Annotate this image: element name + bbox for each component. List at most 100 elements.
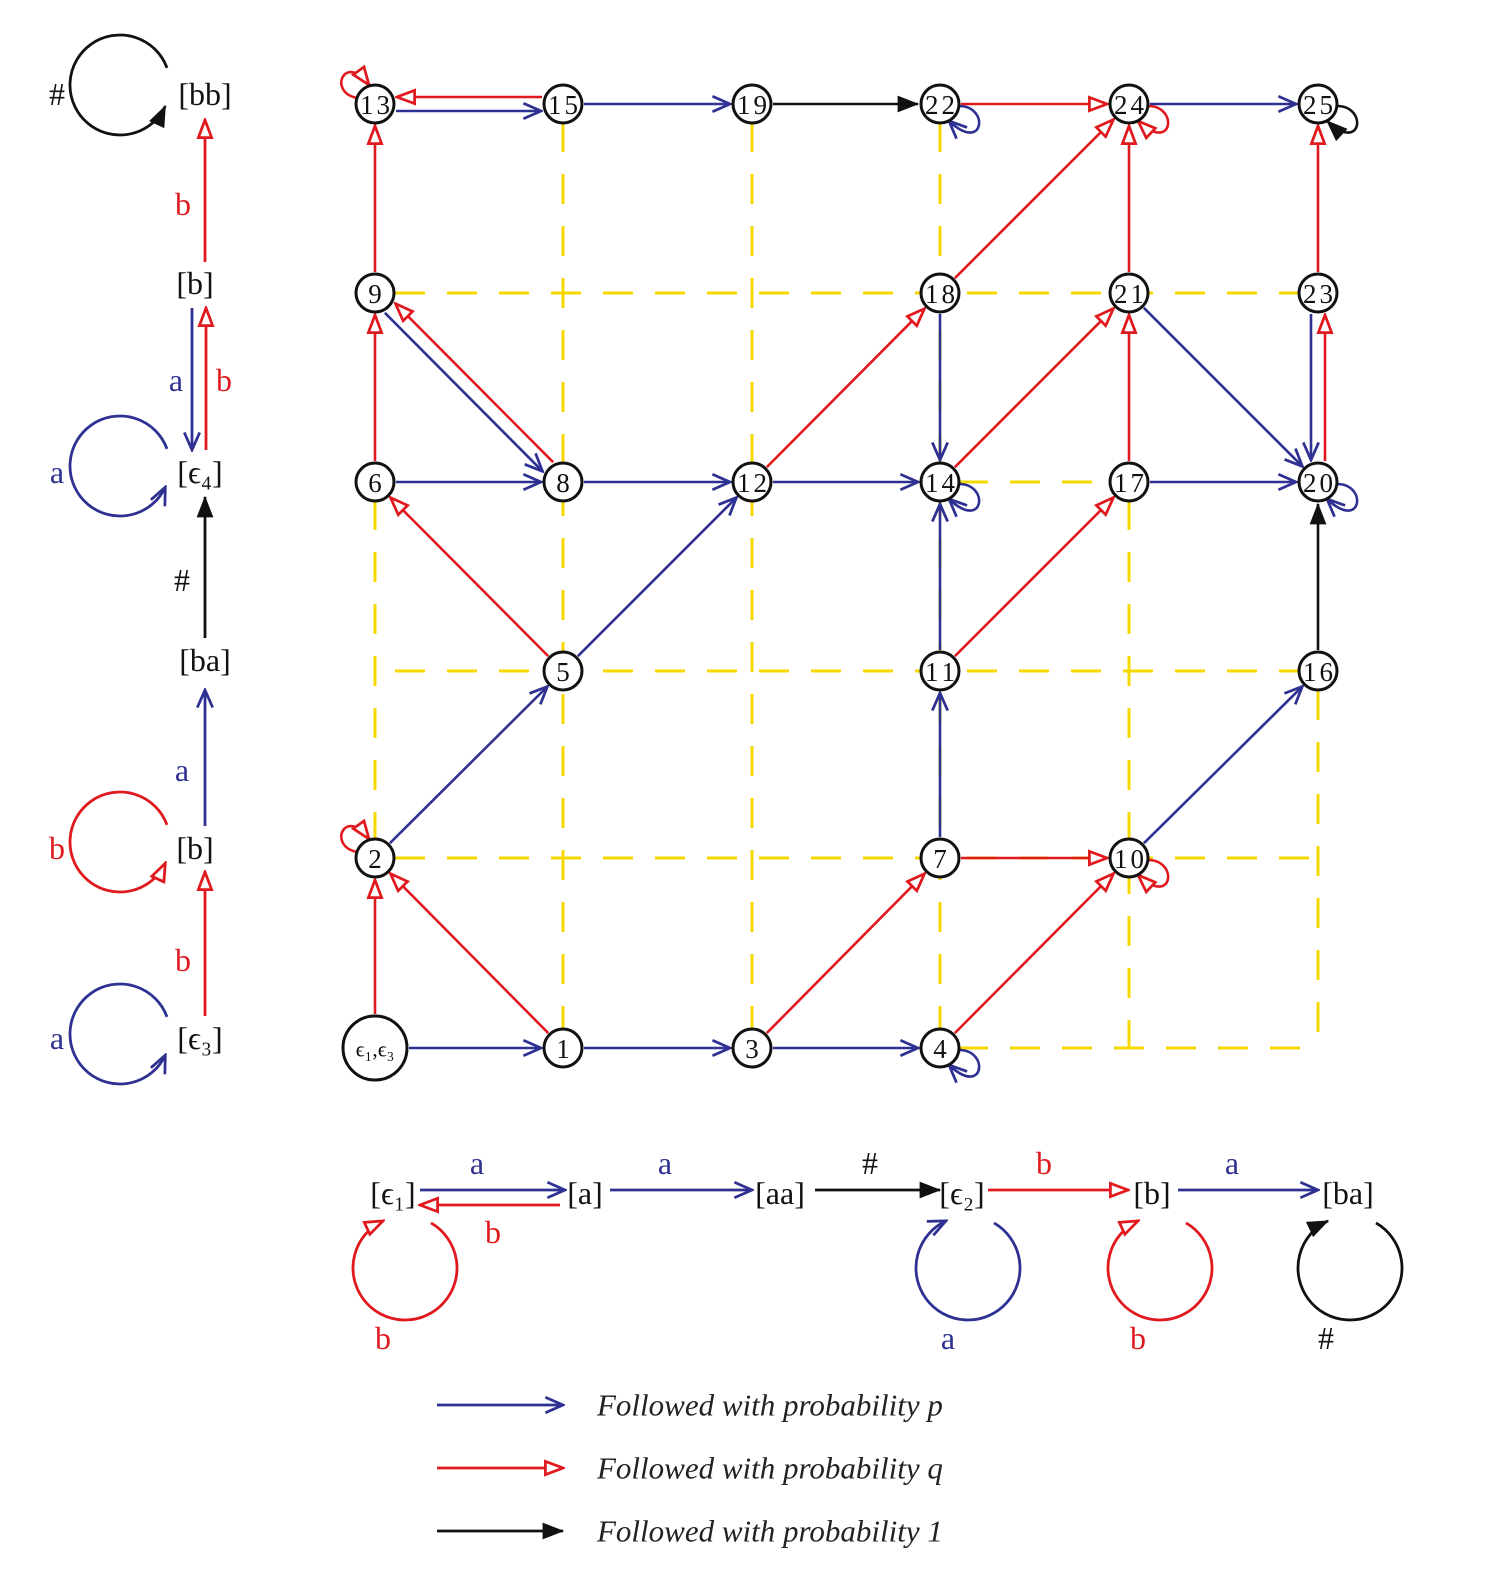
self-loop-4 [949, 1048, 981, 1077]
state-circle [354, 83, 396, 125]
edge-2-to-5 [388, 687, 548, 845]
edge-18-to-24 [953, 120, 1114, 280]
bottom-edge-label: a [470, 1145, 484, 1181]
state-node-16: 16 [1297, 650, 1339, 692]
edge-4-to-10 [953, 874, 1114, 1035]
state-circle [1108, 461, 1150, 503]
left-state: [bb] [178, 76, 231, 112]
state-label: 5 [556, 657, 570, 687]
bottom-edge-label: b [485, 1214, 501, 1250]
bottom-state: [ϵ₁] [370, 1175, 415, 1211]
state-node-e: ϵ₁,ϵ₃ [341, 1014, 409, 1082]
left-state: [ϵ₄] [177, 454, 222, 490]
state-node-5: 5 [542, 650, 584, 692]
state-circle [731, 1027, 773, 1069]
state-node-17: 17 [1108, 461, 1150, 503]
bottom-loop-ba [1296, 1219, 1404, 1322]
self-loop-20 [1327, 482, 1359, 511]
legend-item-one: Followed with probability 1 [437, 1514, 943, 1549]
self-loop-25 [1326, 104, 1359, 142]
state-circle [1297, 461, 1339, 503]
state-label: 8 [556, 468, 570, 498]
legend-label: Followed with probability p [596, 1388, 943, 1423]
left-state: [b] [176, 830, 213, 866]
state-circle [1297, 650, 1339, 692]
state-node-7: 7 [919, 837, 961, 879]
bottom-state: [a] [567, 1175, 603, 1211]
edge-3-to-7 [765, 874, 925, 1034]
bottom-loop-e1 [351, 1221, 459, 1322]
bottom-edge-label: a [1225, 1145, 1239, 1181]
left-state: [ϵ₃] [177, 1020, 222, 1056]
edge-11-to-17 [953, 498, 1114, 658]
state-node-9: 9 [354, 272, 396, 314]
state-circle [1297, 83, 1339, 125]
state-circle [341, 1014, 409, 1082]
state-node-19: 19 [731, 83, 773, 125]
state-circle [919, 272, 961, 314]
state-circle [919, 650, 961, 692]
state-circle [354, 837, 396, 879]
left-edge-label: b [175, 942, 191, 978]
bottom-edge-label: b [1130, 1320, 1146, 1356]
left-loop-e3 [68, 982, 169, 1086]
state-label: 7 [933, 844, 947, 874]
bottom-edge-label: # [1318, 1320, 1334, 1356]
state-node-15: 15 [542, 83, 584, 125]
legend: Followed with probability p Followed with… [437, 1388, 943, 1549]
edges [340, 72, 1359, 1077]
state-node-20: 20 [1297, 461, 1339, 503]
state-node-6: 6 [354, 461, 396, 503]
state-label: ϵ₁,ϵ₃ [356, 1037, 395, 1062]
left-edge-label: a [169, 362, 183, 398]
left-edge-label: b [175, 186, 191, 222]
edge-5-to-6 [391, 498, 550, 658]
left-edge-label: a [50, 454, 64, 490]
state-node-21: 21 [1108, 272, 1150, 314]
self-loop-24 [1138, 104, 1170, 133]
bottom-loop-b [1106, 1221, 1214, 1322]
state-node-18: 18 [919, 272, 961, 314]
legend-item-q: Followed with probability q [437, 1451, 943, 1486]
edge-9-to-8 [383, 311, 543, 472]
self-loop-10 [1138, 858, 1170, 887]
state-node-13: 13 [354, 83, 396, 125]
left-edge-label: # [174, 562, 190, 598]
left-edge-label: b [216, 362, 232, 398]
bottom-state: [ϵ₂] [939, 1175, 984, 1211]
state-label: 2 [368, 844, 382, 874]
left-edge-label: a [50, 1020, 64, 1056]
state-circle [919, 83, 961, 125]
state-node-23: 23 [1297, 272, 1339, 314]
legend-label: Followed with probability 1 [596, 1514, 943, 1549]
bottom-edge-label: a [941, 1320, 955, 1356]
left-edge-label: b [49, 830, 65, 866]
state-circle [1108, 83, 1150, 125]
left-edge-label: a [175, 752, 189, 788]
edge-12-to-18 [765, 309, 925, 469]
legend-label: Followed with probability q [596, 1451, 943, 1486]
bottom-state: [aa] [755, 1175, 805, 1211]
left-loop-bb [68, 33, 169, 137]
state-label: 6 [368, 468, 382, 498]
self-loop-22 [949, 104, 981, 133]
bottom-edge-label: # [862, 1145, 878, 1181]
state-circle [354, 272, 396, 314]
state-circle [542, 461, 584, 503]
state-label: 4 [933, 1034, 947, 1064]
state-node-11: 11 [919, 650, 961, 692]
bottom-state: [ba] [1322, 1175, 1374, 1211]
edge-10-to-16 [1143, 686, 1302, 845]
state-node-1: 1 [542, 1027, 584, 1069]
edge-21-to-20 [1142, 306, 1303, 467]
legend-item-p: Followed with probability p [437, 1388, 943, 1423]
state-node-10: 10 [1108, 837, 1150, 879]
state-node-25: 25 [1297, 83, 1339, 125]
left-loop-b [68, 790, 169, 894]
state-circle [1108, 837, 1150, 879]
